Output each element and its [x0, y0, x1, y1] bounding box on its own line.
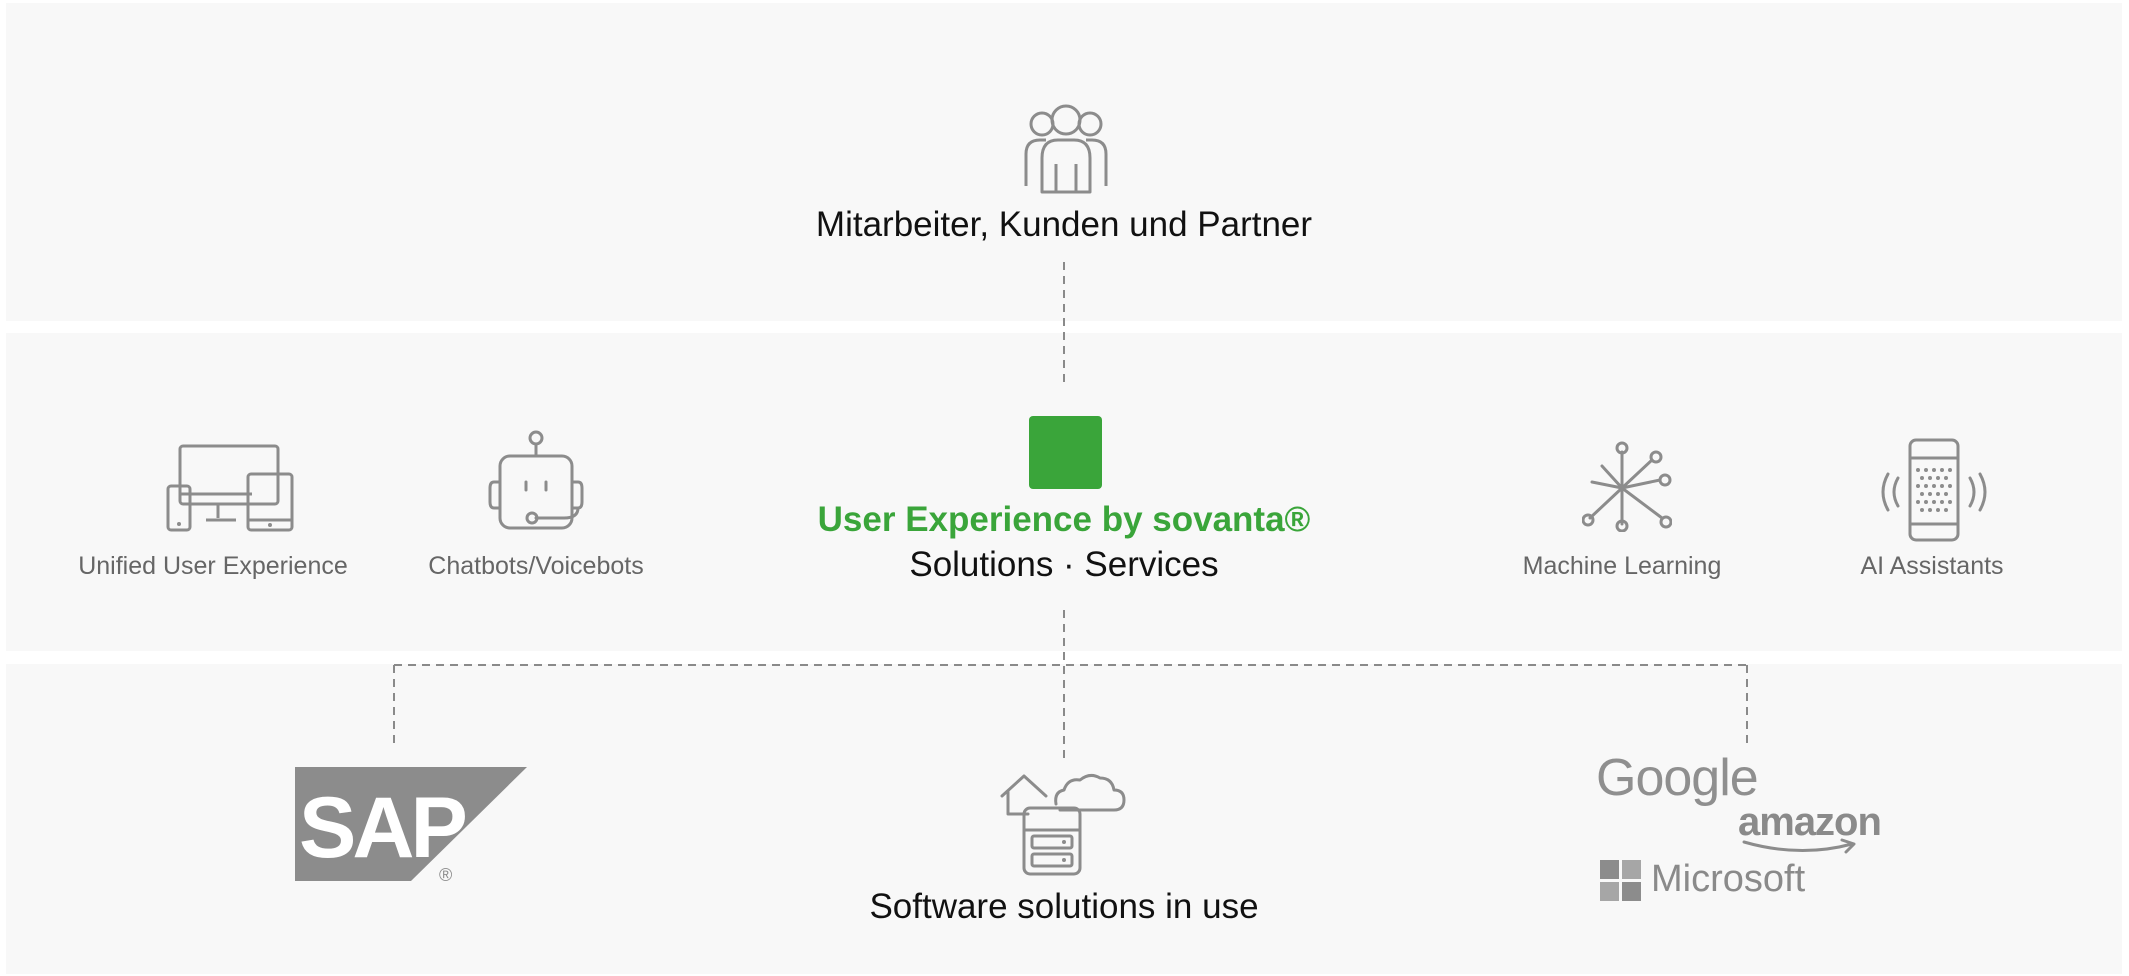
solutions-band — [6, 333, 2122, 651]
amazon-smile-icon — [1742, 838, 1856, 854]
capability-label-machine-learning: Machine Learning — [1522, 552, 1722, 580]
hybrid-cloud-server-icon — [1000, 773, 1126, 876]
google-logo: Google — [1596, 749, 1759, 807]
sovanta-logo — [1029, 416, 1102, 489]
network-icon — [1582, 441, 1672, 532]
sap-registered-mark: ® — [439, 865, 452, 883]
amazon-logo: amazon — [1738, 800, 1882, 844]
center-title: User Experience by sovanta® — [817, 500, 1311, 539]
capability-label-unified-ux: Unified User Experience — [78, 552, 348, 580]
chatbot-icon — [488, 430, 584, 530]
sap-logo-text: SAP — [299, 780, 465, 876]
microsoft-windows-icon — [1600, 860, 1641, 901]
smart-speaker-icon — [1881, 438, 1987, 542]
stakeholders-title: Mitarbeiter, Kunden und Partner — [815, 205, 1313, 244]
capability-label-ai-assistants: AI Assistants — [1860, 552, 2004, 580]
software-title: Software solutions in use — [869, 887, 1259, 926]
people-group-icon — [1024, 104, 1108, 194]
capability-label-chatbots: Chatbots/Voicebots — [428, 552, 644, 580]
devices-icon — [166, 444, 294, 532]
microsoft-logo: Microsoft — [1651, 858, 1806, 900]
center-subtitle: Solutions · Services — [909, 545, 1219, 584]
sap-logo: SAP ® — [295, 767, 527, 883]
